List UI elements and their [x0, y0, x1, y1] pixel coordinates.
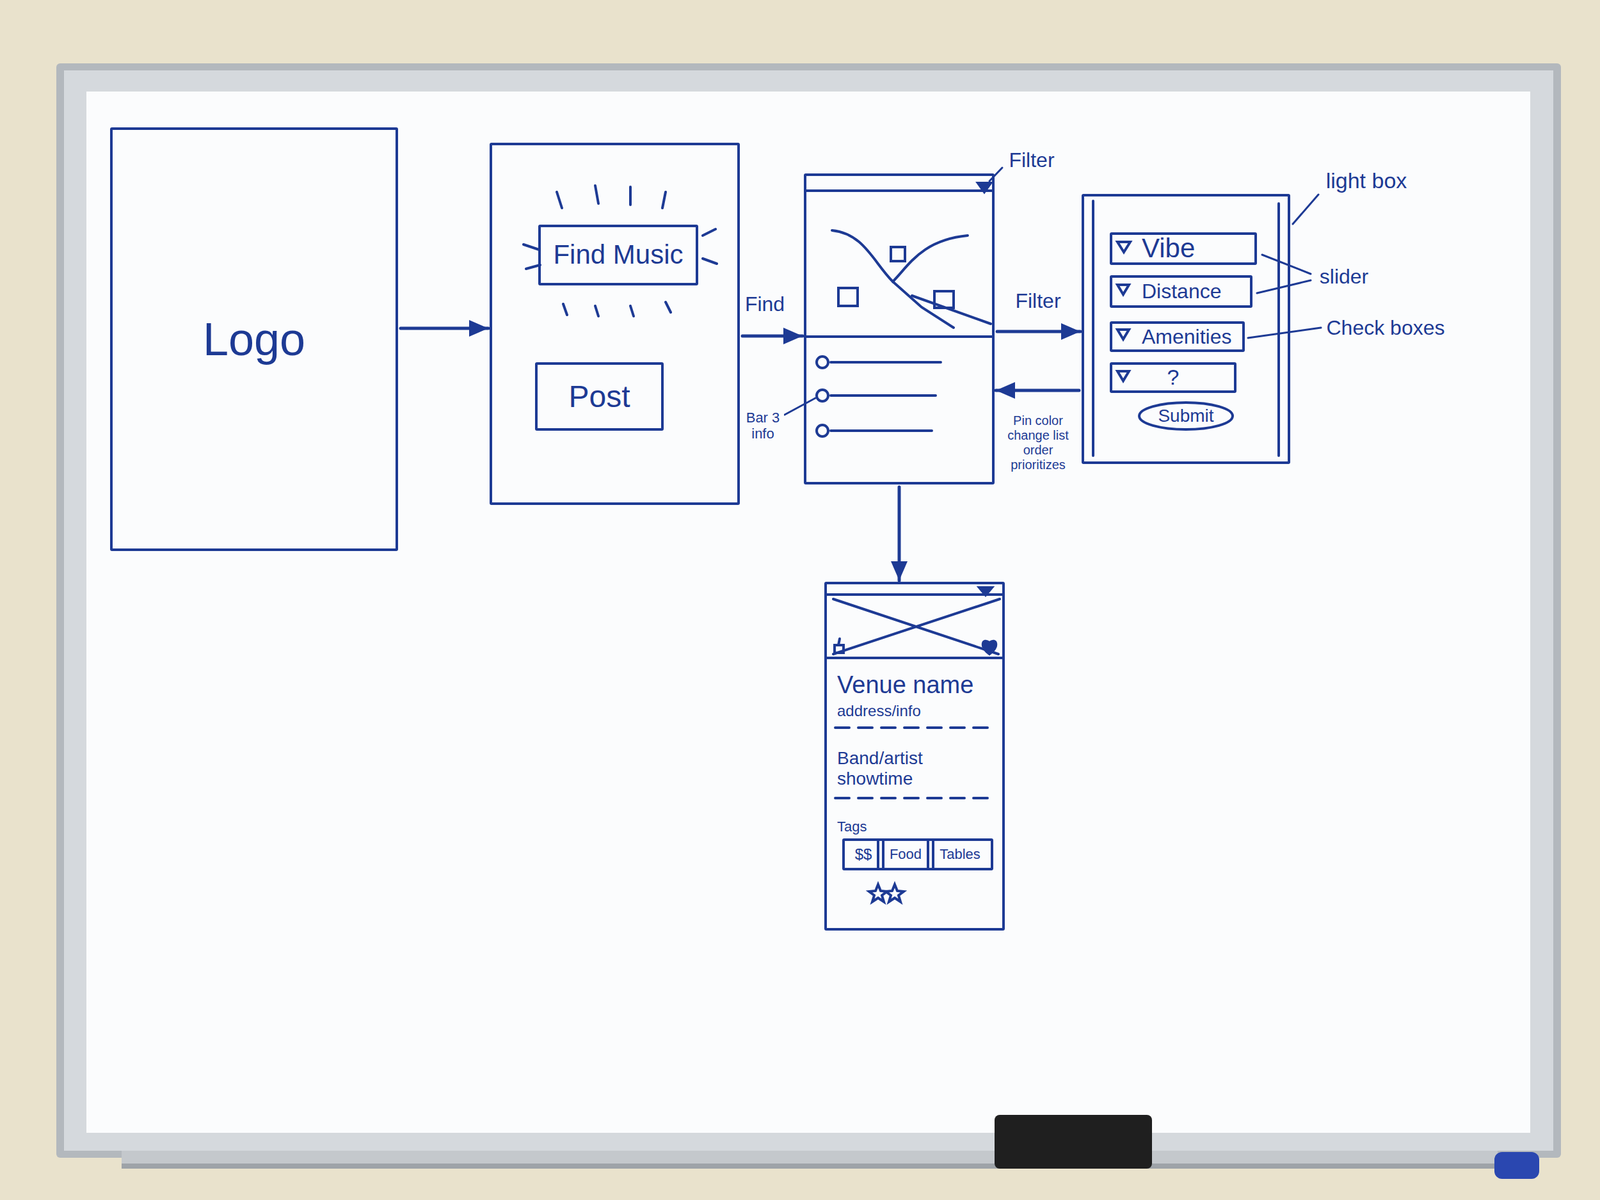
- board-frame: [56, 63, 1561, 1158]
- detail-sketch: [885, 884, 904, 902]
- map-sketch: [805, 183, 994, 337]
- node-text: Band/artist showtime: [837, 748, 998, 790]
- list-items: [816, 356, 829, 368]
- flow-arrow: [897, 487, 902, 581]
- marker-tray: [121, 1163, 1498, 1169]
- map-sketch: [832, 230, 968, 282]
- node-text: Venue name: [837, 671, 974, 700]
- node-text: Find Music: [552, 239, 683, 271]
- map-sketch: [806, 189, 992, 192]
- list-items: [816, 356, 941, 437]
- flow-arrow: [400, 327, 489, 331]
- detail-sketch: [838, 638, 840, 646]
- eraser: [994, 1114, 1152, 1169]
- map-sketch: [892, 281, 954, 328]
- detail-sketch: [979, 587, 992, 596]
- lightbox: VibeDistanceAmenities? Submit: [1081, 193, 1291, 464]
- detail-sketch: [826, 587, 1003, 902]
- node-text: Vibe: [1141, 232, 1195, 264]
- detail-sketch: [834, 645, 844, 653]
- list-items: [830, 362, 941, 431]
- map-sketch: [805, 335, 994, 338]
- edge-label: Filter: [1013, 289, 1063, 313]
- lightbox-inner-border: [1093, 200, 1279, 456]
- tag-chip: Food: [876, 838, 935, 871]
- connectors: [400, 328, 1081, 581]
- annotation: Check boxes: [1324, 316, 1448, 340]
- button: Find Music: [538, 224, 699, 286]
- highlight-rays: [563, 302, 671, 317]
- annotation: light box: [1324, 168, 1410, 194]
- node-text: Distance: [1141, 279, 1222, 304]
- flow-arrow: [995, 389, 1080, 393]
- node-text: Food: [889, 846, 922, 863]
- leader-lines: [784, 167, 1321, 415]
- node-text: address/info: [837, 702, 921, 720]
- map-sketch: [838, 288, 858, 306]
- button: Post: [535, 362, 664, 431]
- node-text: Tags: [837, 818, 867, 835]
- node-text: Submit: [1157, 405, 1214, 427]
- annotation: slider: [1317, 264, 1371, 289]
- detail-sketch: [833, 599, 1000, 655]
- dropdown: Vibe: [1109, 232, 1257, 265]
- detail-screen: Venue name address/infoBand/artist showti…: [824, 581, 1005, 931]
- highlight-rays: [556, 185, 666, 208]
- board-frame: [86, 91, 1531, 1133]
- map-sketch: [912, 295, 991, 324]
- marker-pen: [1494, 1152, 1540, 1179]
- leader-lines: [784, 398, 816, 415]
- node-text: Amenities: [1141, 325, 1232, 349]
- sketch-lines: [523, 167, 1321, 902]
- dropdown: ?: [1109, 362, 1237, 393]
- dropdown: Distance: [1109, 275, 1253, 308]
- detail-sketch: [983, 641, 996, 655]
- node-text: ?: [1167, 364, 1180, 390]
- leader-lines: [1292, 194, 1319, 224]
- node-text: Post: [568, 378, 630, 415]
- highlight-rays: [523, 185, 717, 317]
- detail-sketch: [869, 884, 888, 902]
- map-sketch: [934, 291, 954, 308]
- board-frame: [64, 70, 1554, 1151]
- marker-tray: [121, 1150, 1498, 1169]
- map-sketch: [890, 247, 905, 262]
- detail-sketch: [826, 656, 1003, 660]
- dropdown: Amenities: [1109, 321, 1245, 352]
- node-text: Tables: [939, 846, 981, 863]
- map-screen: [803, 173, 995, 485]
- leader-lines: [1248, 327, 1321, 338]
- marker-pen: [1494, 1152, 1540, 1179]
- list-items: [816, 424, 829, 437]
- lightbox-inner-border: [1093, 200, 1279, 456]
- submit-button: Submit: [1137, 401, 1234, 431]
- board-frame: [56, 63, 1561, 1158]
- dropdown-triangles: [1117, 284, 1129, 295]
- edge-label: Pin color change list order prioritizes: [995, 413, 1081, 473]
- list-items: [816, 389, 829, 402]
- tag-chip: Tables: [926, 838, 994, 871]
- edge-label: Find: [743, 292, 787, 317]
- map-sketch: [977, 183, 991, 192]
- flow-arrow: [997, 330, 1081, 334]
- flow-arrow: [742, 334, 803, 338]
- node-text: Logo: [202, 312, 306, 367]
- leader-lines: [1256, 254, 1311, 294]
- oval-outline: [1139, 402, 1233, 430]
- splash-screen: Logo: [110, 127, 399, 552]
- eraser: [994, 1114, 1152, 1169]
- annotation: Filter: [1006, 148, 1056, 173]
- annotation: Bar 3 info: [741, 409, 784, 443]
- dropdown-triangles: [1117, 329, 1129, 340]
- dropdown-triangles: [1117, 241, 1131, 253]
- dropdown-triangles: [1117, 371, 1129, 381]
- node-text: $$: [855, 845, 873, 864]
- detail-sketch: [826, 593, 1003, 596]
- home-screen: Find MusicPost: [489, 142, 740, 505]
